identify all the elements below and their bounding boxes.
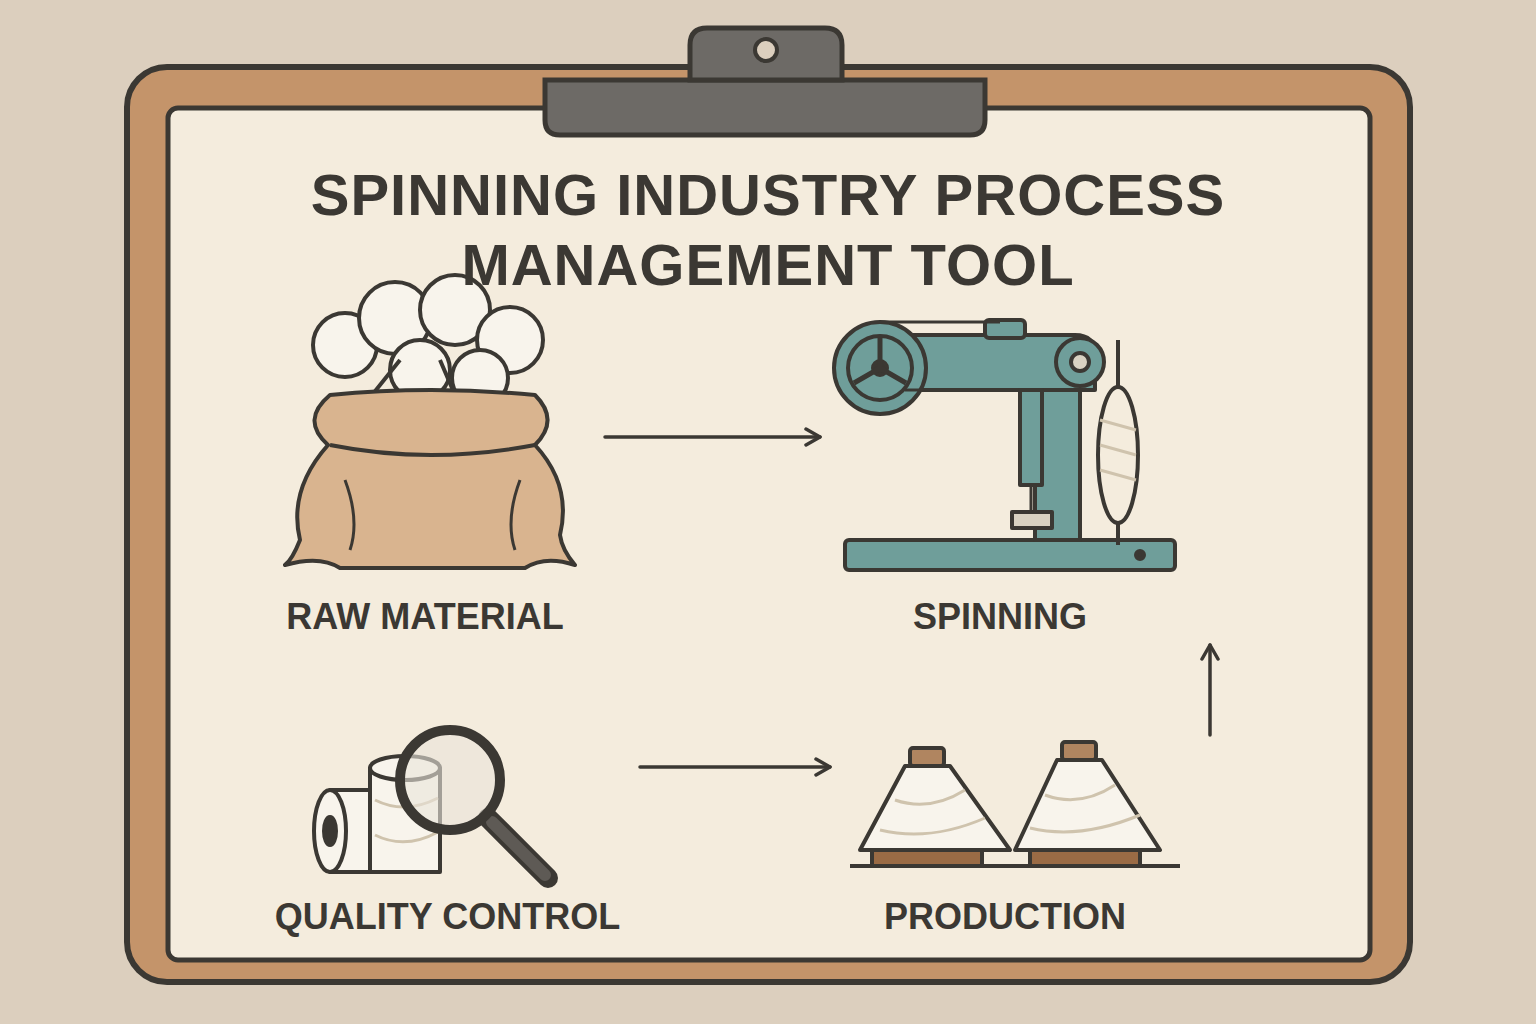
quality-control-icon bbox=[314, 730, 548, 878]
process-step: RAW MATERIAL bbox=[245, 265, 605, 645]
board-shadow bbox=[150, 90, 1410, 985]
yarn-cones-icon bbox=[850, 742, 1180, 866]
process-step: SPINNING bbox=[820, 290, 1230, 645]
step-label: QUALITY CONTROL bbox=[275, 895, 620, 939]
process-step: QUALITY CONTROL bbox=[255, 720, 640, 945]
clipboard-board bbox=[127, 67, 1410, 982]
flow-arrow bbox=[640, 765, 830, 769]
step-label: PRODUCTION bbox=[884, 895, 1126, 939]
flow-arrow bbox=[1208, 645, 1212, 735]
flow-arrow bbox=[605, 435, 820, 439]
clip bbox=[545, 80, 985, 135]
diagram-title: SPINNING INDUSTRY PROCESS MANAGEMENT TOO… bbox=[218, 160, 1318, 300]
clip-top bbox=[690, 28, 842, 80]
paper-sheet bbox=[168, 108, 1370, 960]
clip-hole bbox=[755, 39, 777, 61]
step-label: SPINNING bbox=[913, 595, 1087, 639]
step-label: RAW MATERIAL bbox=[286, 595, 563, 639]
cotton-sack-icon bbox=[285, 275, 575, 568]
process-step: PRODUCTION bbox=[830, 735, 1230, 945]
spinning-machine-icon bbox=[834, 320, 1175, 570]
